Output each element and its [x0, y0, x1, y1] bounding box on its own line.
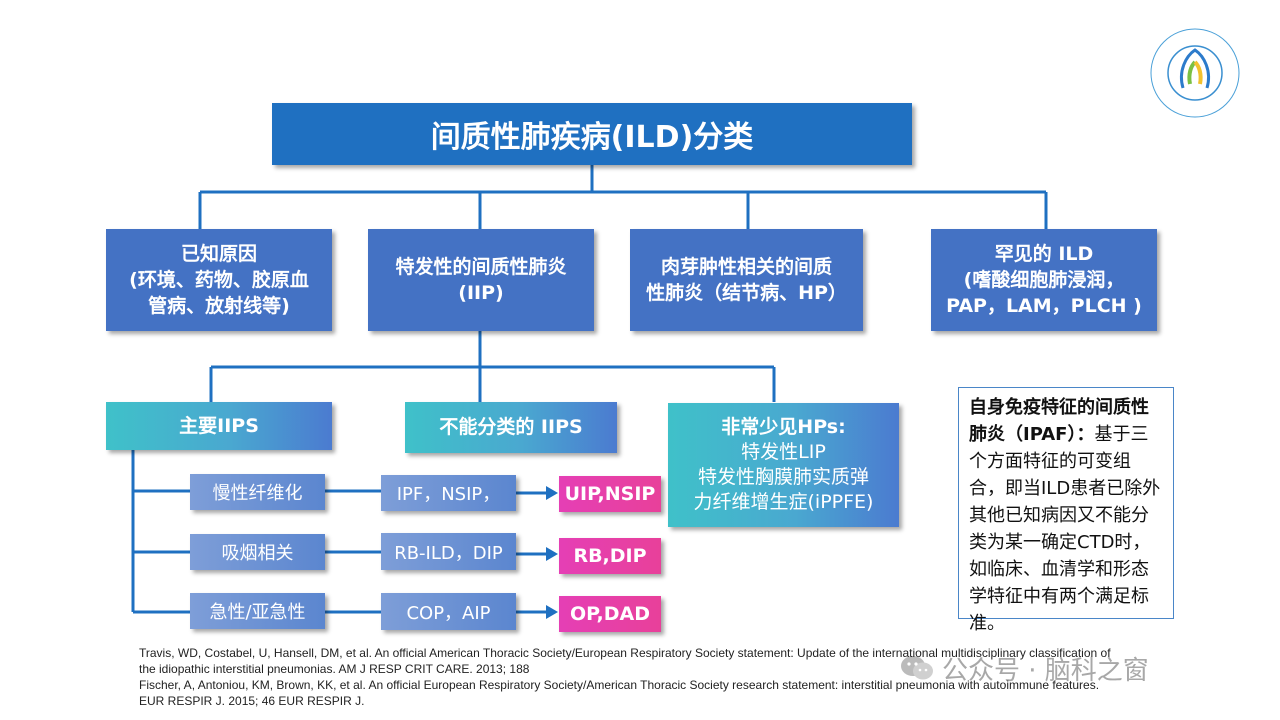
subcategory-rare-iips: 非常少见HPs: 特发性LIP 特发性胸膜肺实质弹 力纤维增生症(iPPFE) — [668, 403, 899, 527]
subcategory-label: 主要IIPS — [179, 414, 259, 437]
row-smoking-related: 吸烟相关 — [190, 534, 325, 570]
ipaf-heading: 自身免疫特征的间质性肺炎（IPAF）： — [969, 397, 1149, 445]
row-category-label: 急性/亚急性 — [209, 602, 306, 623]
category-rare-ild: 罕见的 ILD (嗜酸细胞肺浸润， PAP，LAM，PLCH ) — [931, 229, 1157, 331]
row-examples-label: RB-ILD，DIP — [394, 542, 503, 564]
watermark-text: 公众号 · 脑科之窗 — [942, 655, 1149, 686]
subcategory-item: 特发性胸膜肺实质弹 — [697, 466, 869, 488]
category-label: 特发性的间质性肺炎 — [395, 256, 567, 278]
subcategory-item: 特发性LIP — [741, 441, 826, 463]
row-pattern-label: RB,DIP — [573, 545, 647, 567]
row-category-label: 吸烟相关 — [221, 543, 294, 564]
diagram-title-text: 间质性肺疾病(ILD)分类 — [430, 120, 754, 155]
category-detail: PAP，LAM，PLCH ) — [946, 295, 1142, 317]
wechat-icon — [900, 654, 934, 682]
ipaf-note: 自身免疫特征的间质性肺炎（IPAF）：基于三个方面特征的可变组合，即当ILD患者… — [958, 387, 1174, 634]
category-detail: 性肺炎（结节病、HP） — [646, 282, 847, 304]
row-acute-examples: COP，AIP — [381, 593, 516, 630]
row-chronic-fibrosing: 慢性纤维化 — [190, 474, 325, 510]
category-label: 罕见的 ILD — [994, 243, 1094, 265]
row-pattern-label: OP,DAD — [569, 603, 651, 625]
row-smoking-pattern: RB,DIP — [559, 538, 661, 574]
category-granulomatous: 肉芽肿性相关的间质 性肺炎（结节病、HP） — [630, 229, 863, 331]
category-label: 已知原因 — [180, 243, 257, 265]
diagram-title: 间质性肺疾病(ILD)分类 — [272, 103, 912, 165]
category-detail: 管病、放射线等) — [148, 295, 290, 317]
category-detail: (嗜酸细胞肺浸润， — [963, 269, 1125, 291]
reference-line: EUR RESPIR J. 2015; 46 EUR RESPIR J. — [139, 694, 365, 708]
reference-line: Travis, WD, Costabel, U, Hansell, DM, et… — [139, 646, 1111, 660]
row-acute-subacute: 急性/亚急性 — [190, 593, 325, 629]
row-chronic-pattern: UIP,NSIP — [559, 476, 661, 512]
row-category-label: 慢性纤维化 — [212, 483, 303, 504]
row-pattern-label: UIP,NSIP — [564, 483, 656, 505]
category-iip: 特发性的间质性肺炎 (IIP) — [368, 229, 594, 331]
row-examples-label: COP，AIP — [406, 602, 491, 624]
category-known-causes: 已知原因 (环境、药物、胶原血 管病、放射线等) — [106, 229, 332, 331]
subcategory-item: 力纤维增生症(iPPFE) — [693, 491, 874, 513]
reference-line: the idiopathic interstitial pneumonias. … — [139, 662, 530, 676]
category-detail: (环境、药物、胶原血 — [129, 269, 309, 291]
watermark: 公众号 · 脑科之窗 — [900, 648, 1240, 688]
references: Travis, WD, Costabel, U, Hansell, DM, et… — [139, 645, 1239, 709]
reference-line: Fischer, A, Antoniou, KM, Brown, KK, et … — [139, 678, 1100, 692]
category-label: 肉芽肿性相关的间质 — [660, 256, 832, 278]
category-detail: (IIP) — [458, 282, 504, 304]
row-acute-pattern: OP,DAD — [559, 596, 661, 632]
ipaf-text: 基于三个方面特征的可变组合，即当ILD患者已除外其他已知病因又不能分类为某一确定… — [969, 424, 1161, 634]
subcategory-major-iips: 主要IIPS — [106, 402, 332, 450]
subcategory-label: 不能分类的 IIPS — [439, 416, 583, 438]
row-chronic-examples: IPF，NSIP， — [381, 475, 516, 511]
logo — [1148, 26, 1242, 120]
subcategory-label: 非常少见HPs: — [721, 416, 846, 438]
subcategory-unclassifiable-iips: 不能分类的 IIPS — [405, 402, 617, 453]
row-smoking-examples: RB-ILD，DIP — [381, 533, 516, 570]
row-examples-label: IPF，NSIP， — [396, 484, 501, 505]
